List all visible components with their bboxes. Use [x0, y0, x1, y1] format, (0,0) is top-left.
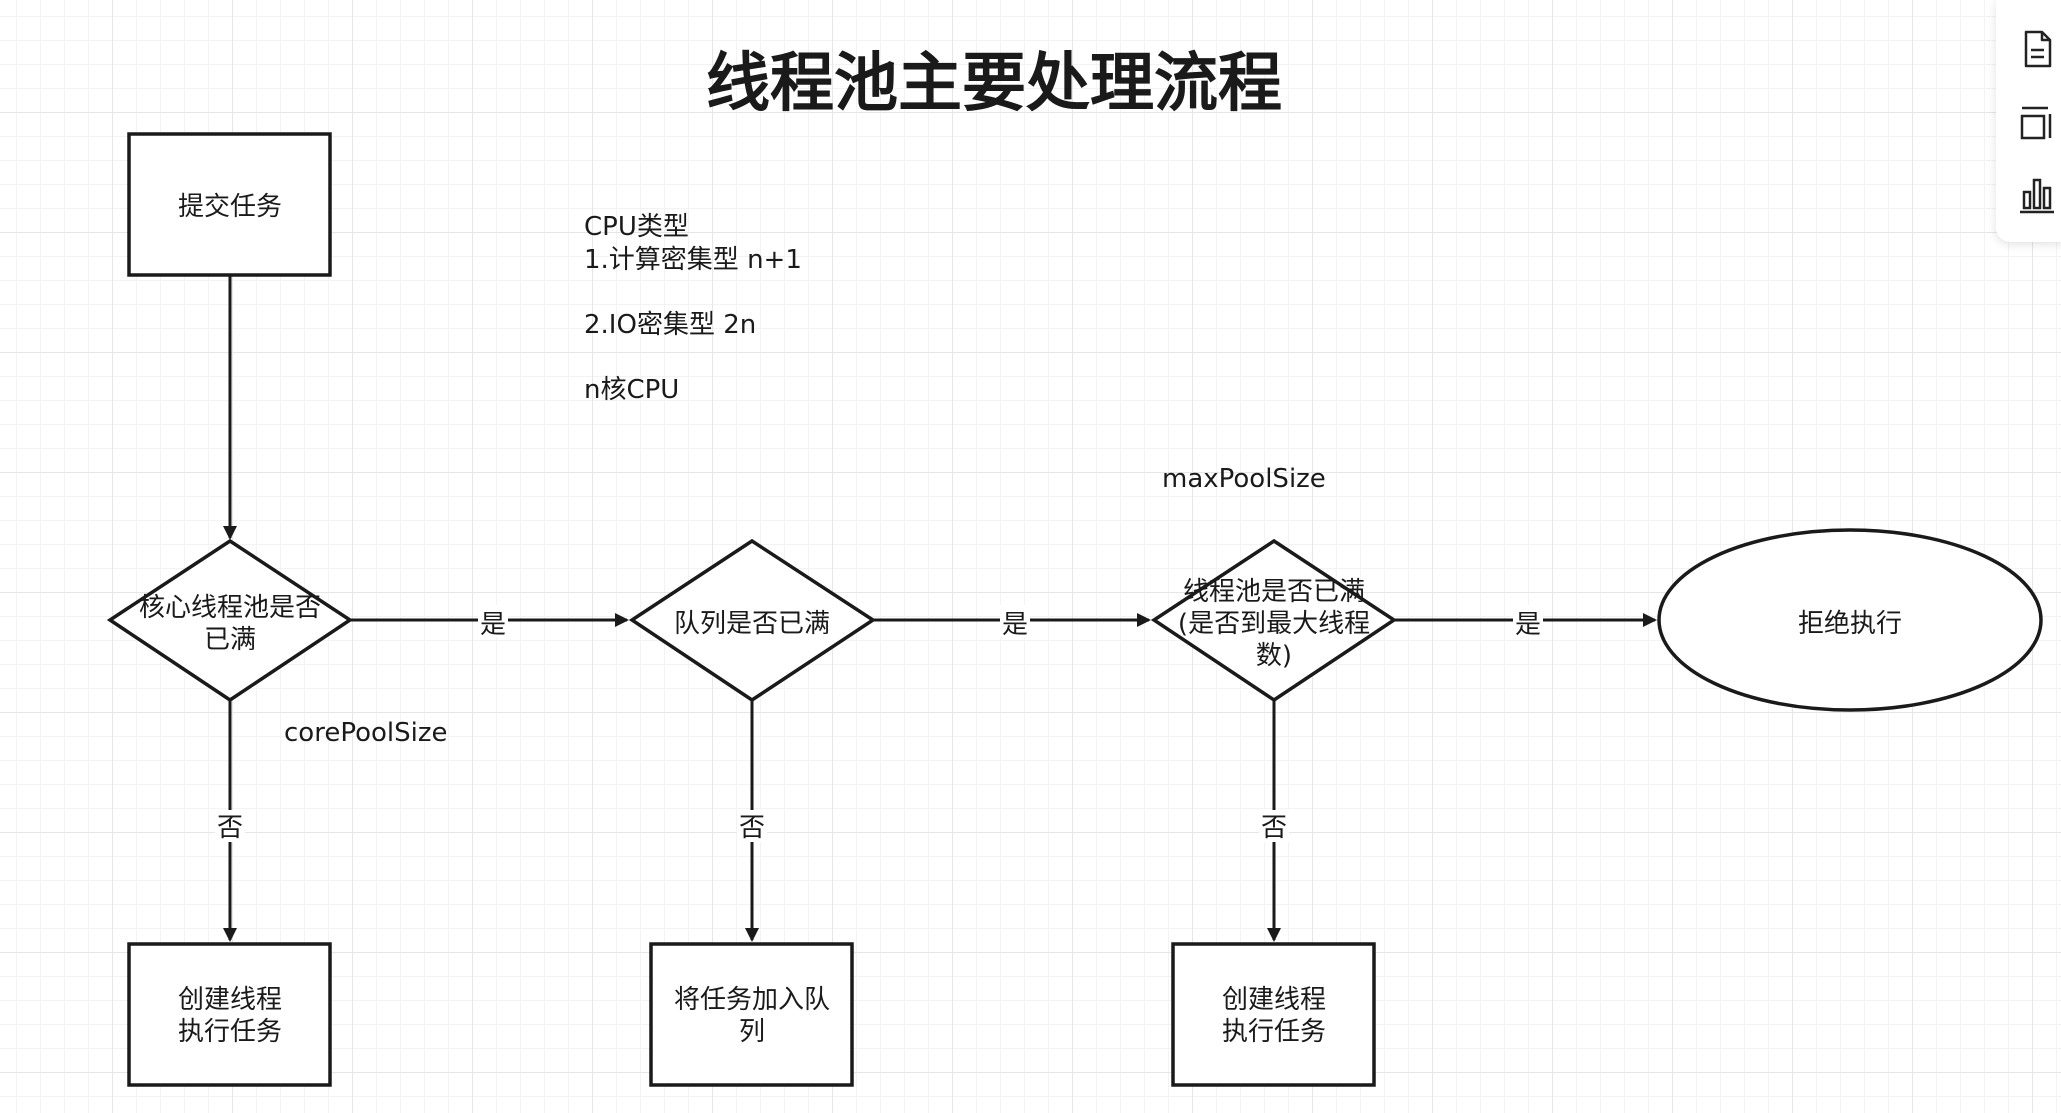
node-create-thread-1[interactable]: 创建线程 执行任务	[127, 942, 332, 1087]
edge-label-core-no: 否	[217, 813, 243, 843]
edges	[223, 275, 1657, 942]
node-reject[interactable]: 拒绝执行	[1657, 528, 2043, 712]
node-submit-task-label: 提交任务	[178, 192, 282, 222]
node-pool-full[interactable]: 线程池是否已满 (是否到最大线程 数)	[1150, 538, 1398, 703]
node-create-thread-2-line-2: 执行任务	[1222, 1017, 1326, 1047]
edge-label-pool-yes: 是	[1515, 610, 1541, 640]
cpu-note-line-1: CPU类型	[584, 212, 689, 242]
node-create-thread-1-line-1: 创建线程	[178, 985, 282, 1015]
cpu-note-line-4: 2.IO密集型 2n	[584, 310, 756, 340]
node-enqueue-task-line-2: 列	[739, 1017, 765, 1047]
node-submit-task[interactable]: 提交任务	[127, 132, 332, 277]
node-pool-full-line-3: 数)	[1256, 641, 1292, 671]
node-create-thread-2-line-1: 创建线程	[1222, 985, 1326, 1015]
node-enqueue-task-line-1: 将任务加入队	[674, 985, 830, 1015]
core-pool-size-note[interactable]: corePoolSize	[284, 718, 447, 748]
edge-label-queue-yes: 是	[1002, 610, 1028, 640]
edge-label-pool-no: 否	[1261, 813, 1287, 843]
edge-label-core-yes: 是	[480, 610, 506, 640]
max-pool-size-note[interactable]: maxPoolSize	[1162, 464, 1326, 494]
node-create-thread-2[interactable]: 创建线程 执行任务	[1171, 942, 1376, 1087]
cpu-note-line-2: 1.计算密集型 n+1	[584, 245, 802, 275]
layout-icon[interactable]	[2018, 100, 2061, 148]
edge-label-queue-no: 否	[739, 813, 765, 843]
node-create-thread-1-line-2: 执行任务	[178, 1017, 282, 1047]
node-reject-label: 拒绝执行	[1798, 609, 1902, 639]
diagram-title: 线程池主要处理流程	[706, 47, 1282, 121]
right-toolbar	[1996, 0, 2061, 242]
node-queue-full-label: 队列是否已满	[674, 609, 830, 639]
chart-icon[interactable]	[2018, 172, 2061, 220]
page-icon[interactable]	[2018, 26, 2061, 74]
node-pool-full-line-1: 线程池是否已满	[1183, 577, 1365, 607]
node-core-pool-full[interactable]: 核心线程池是否 已满	[106, 538, 354, 703]
node-pool-full-line-2: (是否到最大线程	[1178, 609, 1370, 639]
node-core-pool-full-line-2: 已满	[204, 625, 256, 655]
node-enqueue-task[interactable]: 将任务加入队 列	[649, 942, 854, 1087]
edge-labels: 是 是 是 否 否 否	[215, 605, 1543, 843]
node-queue-full[interactable]: 队列是否已满	[628, 538, 877, 703]
cpu-type-note[interactable]: CPU类型 1.计算密集型 n+1 2.IO密集型 2n n核CPU	[584, 212, 802, 405]
cpu-note-line-6: n核CPU	[584, 375, 679, 405]
node-core-pool-full-line-1: 核心线程池是否	[139, 593, 321, 623]
